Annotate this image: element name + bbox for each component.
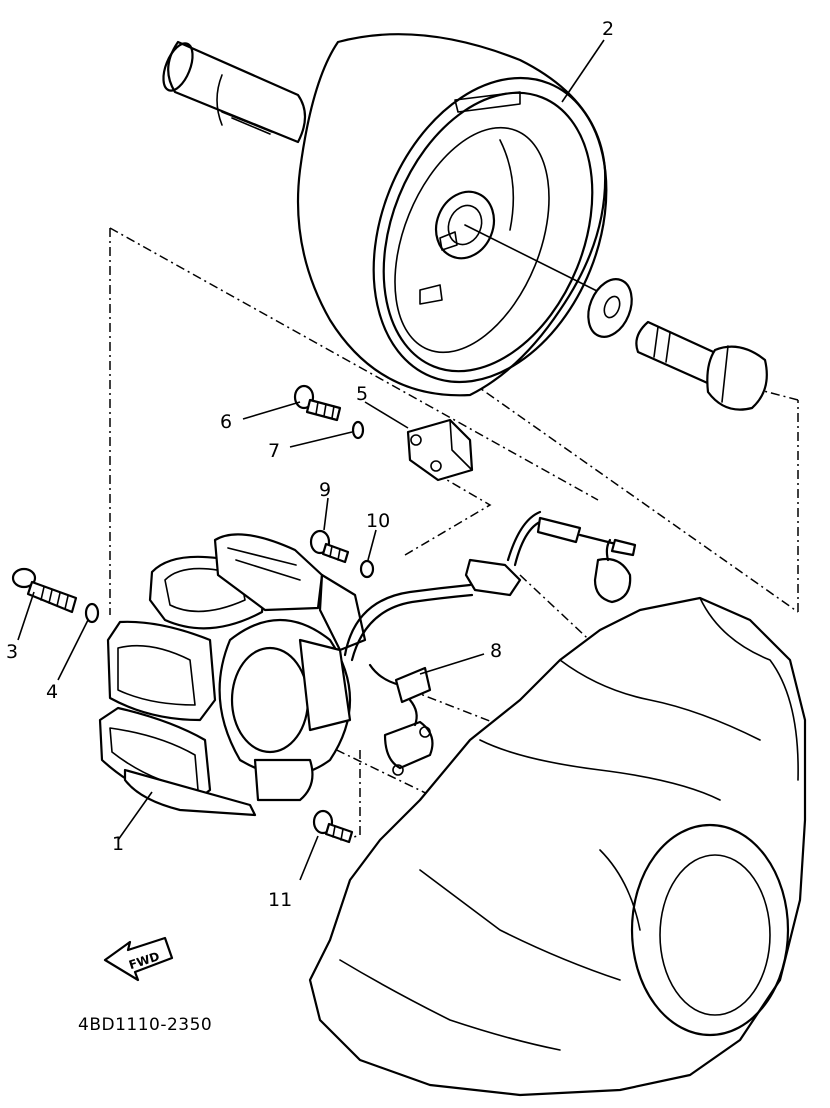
rotor-flywheel <box>296 33 608 397</box>
crankcase <box>308 596 807 1097</box>
clamp <box>406 418 474 482</box>
callout-10: 10 <box>366 510 390 532</box>
callout-5: 5 <box>356 383 368 405</box>
shaft-key <box>162 40 307 144</box>
wire-harness <box>343 510 637 687</box>
callout-1: 1 <box>112 833 124 855</box>
drawing-code: 4BD1110-2350 <box>78 1015 212 1035</box>
pickup-coil <box>383 666 434 776</box>
callout-7: 7 <box>268 440 280 462</box>
forward-arrow-icon: FWD <box>103 936 174 982</box>
rotor-bolt <box>635 320 768 411</box>
callout-11: 11 <box>268 889 292 911</box>
leader-lines <box>17 39 605 881</box>
callout-8: 8 <box>490 640 502 662</box>
callout-labels: 2 3 4 5 6 7 8 9 10 11 1 <box>6 18 614 911</box>
callout-2: 2 <box>602 18 614 40</box>
callout-4: 4 <box>46 681 58 703</box>
screw-11 <box>312 809 354 844</box>
callout-3: 3 <box>6 641 18 663</box>
stator-assembly <box>98 533 367 817</box>
washer-7 <box>351 420 365 440</box>
screw-9 <box>309 529 350 564</box>
bolt-3 <box>11 567 78 614</box>
rotor-washer <box>587 278 633 338</box>
callout-9: 9 <box>319 479 331 501</box>
screw-6 <box>293 384 342 422</box>
washer-4 <box>84 602 100 624</box>
washer-10 <box>359 559 375 579</box>
callout-6: 6 <box>220 411 232 433</box>
